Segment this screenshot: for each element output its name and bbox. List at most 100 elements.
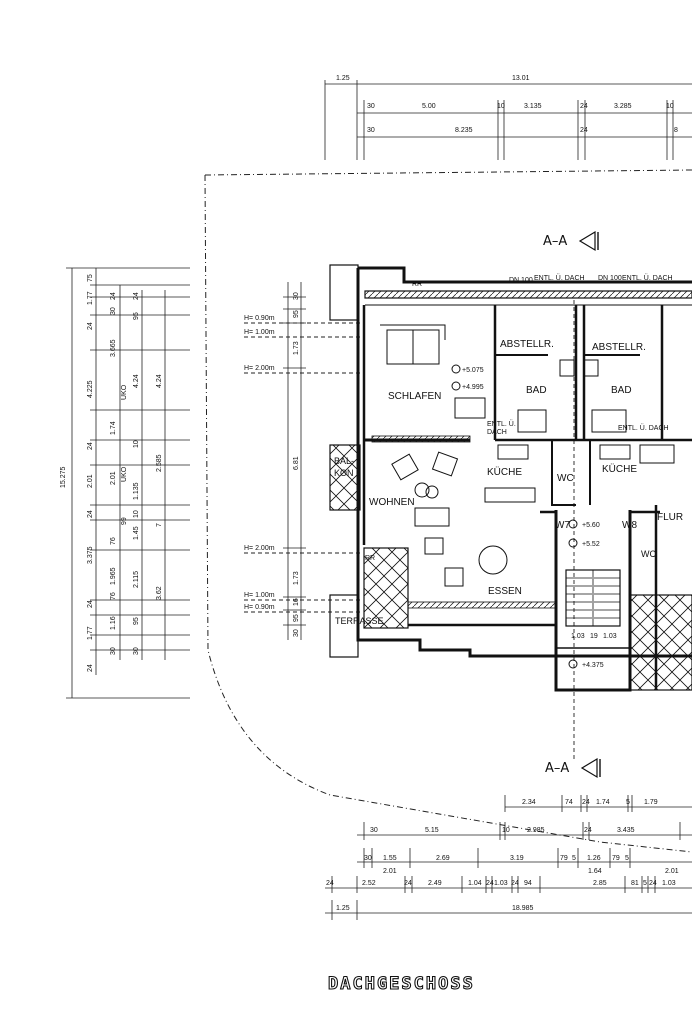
dim-left-c2-9: 76 xyxy=(110,592,117,600)
dim-left-c2-1: 30 xyxy=(110,307,117,315)
dim-left-c1-1: 1.77 xyxy=(87,291,94,305)
dim-inner-d3: 1.73 xyxy=(293,341,300,355)
dim-top-r3-3: 8 xyxy=(674,127,678,134)
note-st1: 1.03 xyxy=(571,633,585,640)
furniture xyxy=(380,324,675,587)
dim-bot-r4-7: 24 xyxy=(511,880,519,887)
dim-left-c3-4: 10 xyxy=(133,510,140,518)
dim-left-c1-3: 3.665 xyxy=(110,339,117,357)
dim-bot-r3-2: 2.69 xyxy=(436,855,450,862)
dim-left-c1-5: 24 xyxy=(87,442,94,450)
dim-bot-r3-8: 5 xyxy=(625,855,629,862)
dim-bot-r3-6: 1.26 xyxy=(587,855,601,862)
hatched-areas xyxy=(329,264,692,691)
height-h5: H= 1.00m xyxy=(244,592,275,599)
dim-left-c2-11: 1.16 xyxy=(110,616,117,630)
level-l1: +5.075 xyxy=(462,367,484,374)
dim-left-c3-6: 2.115 xyxy=(133,571,140,588)
note-st2: 19 xyxy=(590,633,598,640)
room-kueche-2: KÜCHE xyxy=(602,463,637,475)
dim-bot-r4-12: 24 xyxy=(649,880,657,887)
dim-inner-d1: 30 xyxy=(293,292,300,300)
dim-bot-r4-3: 2.49 xyxy=(428,880,442,887)
dim-bot-r5-1: 18.985 xyxy=(512,905,534,912)
dim-top-r3-2: 24 xyxy=(580,127,588,134)
dim-left-c1-6: 2.01 xyxy=(87,474,94,488)
dim-left-c1-4: 4.225 xyxy=(87,380,94,398)
dim-left-c2-10: 1.965 xyxy=(110,567,117,585)
height-h1: H= 0.90m xyxy=(244,315,275,322)
roof-notes: RR RR DN 100 ENTL. Ü. DACH DN 100 ENTL. … xyxy=(365,274,673,640)
dim-bot-r1-4: 5 xyxy=(626,799,630,806)
dim-left-c1-10: 1.77 xyxy=(87,626,94,640)
balkon-hatch xyxy=(329,444,361,511)
room-wc-1: WC xyxy=(557,473,574,484)
note-ent2a: ENTL. Ü. xyxy=(487,420,516,428)
room-terrasse: TERRASSE xyxy=(335,616,384,626)
note-ent3: ENTL. Ü. DACH xyxy=(618,424,669,432)
dim-left-c3-8: 30 xyxy=(133,647,140,655)
dim-inner-d4: 6.81 xyxy=(293,456,300,470)
dim-left-c1-11: 24 xyxy=(87,664,94,672)
dim-bot-r3b-1: 1.64 xyxy=(588,868,602,875)
room-w7: W7 xyxy=(555,520,570,531)
height-h3: H= 2.00m xyxy=(244,365,275,372)
dim-bot-r4-2: 24 xyxy=(404,880,412,887)
dim-bot-r4-10: 81 xyxy=(631,880,639,887)
room-bad-1: BAD xyxy=(526,385,547,396)
dim-left-c1-8: 3.375 xyxy=(87,546,94,564)
dim-left-c4-1: 2.585 xyxy=(156,454,163,472)
note-dn1: DN 100 xyxy=(509,277,533,284)
level-l2: +4.995 xyxy=(462,384,484,391)
dim-left-c3-3: 1.135 xyxy=(133,482,140,500)
room-wc-2: WC xyxy=(641,549,656,559)
dim-bot-r4-9: 2.85 xyxy=(593,880,607,887)
note-ent1a: ENTL. Ü. DACH xyxy=(534,274,585,282)
dim-bot-r3-4: 79 xyxy=(560,855,568,862)
dim-inner-d2: 95 xyxy=(293,310,300,318)
dim-left-c1-7: 24 xyxy=(87,510,94,518)
section-mark-bottom: A–A xyxy=(545,757,601,779)
dim-left-c2-8: 99 xyxy=(121,517,128,525)
dim-bot-r2-0: 30 xyxy=(370,827,378,834)
room-labels: SCHLAFEN ABSTELLR. ABSTELLR. BAD BAD KÜC… xyxy=(334,339,683,626)
left-dimension-chains: 15.275 75 1.77 24 3.665 4.225 24 2.01 2 xyxy=(60,267,190,699)
dim-left-c1-0: 75 xyxy=(87,274,94,282)
dim-top-r2-2: 10 xyxy=(497,103,505,110)
dim-bot-r2-3: 2.985 xyxy=(527,827,545,834)
level-l3: +5.60 xyxy=(582,522,600,529)
room-flur: FLUR xyxy=(657,512,683,523)
room-kueche-1: KÜCHE xyxy=(487,466,522,478)
note-rr2: RR xyxy=(365,555,375,562)
bottom-dimension-chains: 2.34 74 24 1.74 5 1.79 30 5.15 10 2.985 … xyxy=(325,795,692,920)
note-dn2: DN 100 xyxy=(598,275,622,282)
note-ent2b: DACH xyxy=(487,429,507,436)
room-bad-2: BAD xyxy=(611,385,632,396)
dim-bot-r3-1: 1.55 xyxy=(383,855,397,862)
dim-bot-r1-3: 1.74 xyxy=(596,799,610,806)
room-abstell-2: ABSTELLR. xyxy=(592,342,646,353)
dim-left-c2-6: UKO xyxy=(121,466,128,482)
room-balkon-1: BAL- xyxy=(334,456,354,466)
dim-left-c3-5: 1.45 xyxy=(133,526,140,540)
dim-bot-r2-1: 5.15 xyxy=(425,827,439,834)
dim-top-r2-5: 3.285 xyxy=(614,103,632,110)
dim-left-total: 15.275 xyxy=(60,466,67,488)
dim-left-c3-0: 24 xyxy=(133,292,140,300)
dim-left-c3-1: 4.24 xyxy=(133,374,140,388)
section-label-top: A–A xyxy=(543,234,567,249)
dim-bot-r2-5: 3.435 xyxy=(617,827,635,834)
room-schlafen: SCHLAFEN xyxy=(388,391,441,402)
note-ent1b: ENTL. Ü. DACH xyxy=(622,274,673,282)
dim-left-c1-2: 24 xyxy=(87,322,94,330)
dim-left-c4-3: 3.62 xyxy=(156,586,163,600)
dim-bot-r1-1: 74 xyxy=(565,799,573,806)
dim-inner-d5: 1.73 xyxy=(293,571,300,585)
note-st3: 1.03 xyxy=(603,633,617,640)
dim-top-r2-4: 24 xyxy=(580,103,588,110)
dim-top-r2-0: 30 xyxy=(367,103,375,110)
height-h4: H= 2.00m xyxy=(244,545,275,552)
plot-boundary xyxy=(204,169,692,853)
dim-left-c3-2: 10 xyxy=(133,440,140,448)
